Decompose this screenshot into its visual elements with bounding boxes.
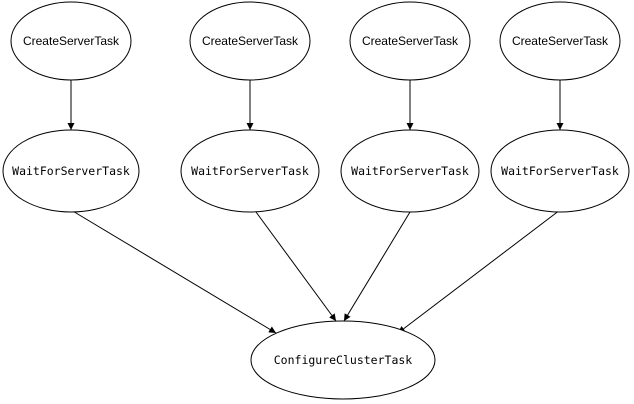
node-create-server-4: CreateServerTask — [499, 1, 621, 81]
node-wait-for-server-4: WaitForServerTask — [490, 129, 630, 213]
node-configure-cluster: ConfigureClusterTask — [250, 320, 436, 400]
node-wait-for-server-1-label: WaitForServerTask — [12, 164, 130, 178]
node-create-server-1-label: CreateServerTask — [23, 34, 120, 48]
node-create-server-1: CreateServerTask — [10, 1, 132, 81]
node-create-server-3-label: CreateServerTask — [362, 34, 459, 48]
node-create-server-4-label: CreateServerTask — [512, 34, 609, 48]
node-create-server-3: CreateServerTask — [349, 1, 471, 81]
edge-wait-4-to-configure — [397, 209, 561, 334]
node-wait-for-server-3-label: WaitForServerTask — [351, 164, 469, 178]
node-wait-for-server-3: WaitForServerTask — [340, 129, 480, 213]
node-wait-for-server-4-label: WaitForServerTask — [501, 164, 619, 178]
node-wait-for-server-2-label: WaitForServerTask — [191, 164, 309, 178]
edge-wait-3-to-configure — [343, 211, 411, 322]
node-create-server-2: CreateServerTask — [189, 1, 311, 81]
node-wait-for-server-1: WaitForServerTask — [2, 129, 140, 213]
node-configure-cluster-label: ConfigureClusterTask — [274, 353, 413, 367]
node-create-server-2-label: CreateServerTask — [202, 34, 299, 48]
edge-wait-2-to-configure — [255, 211, 337, 322]
node-wait-for-server-2: WaitForServerTask — [180, 129, 320, 213]
edge-wait-1-to-configure — [70, 209, 277, 334]
